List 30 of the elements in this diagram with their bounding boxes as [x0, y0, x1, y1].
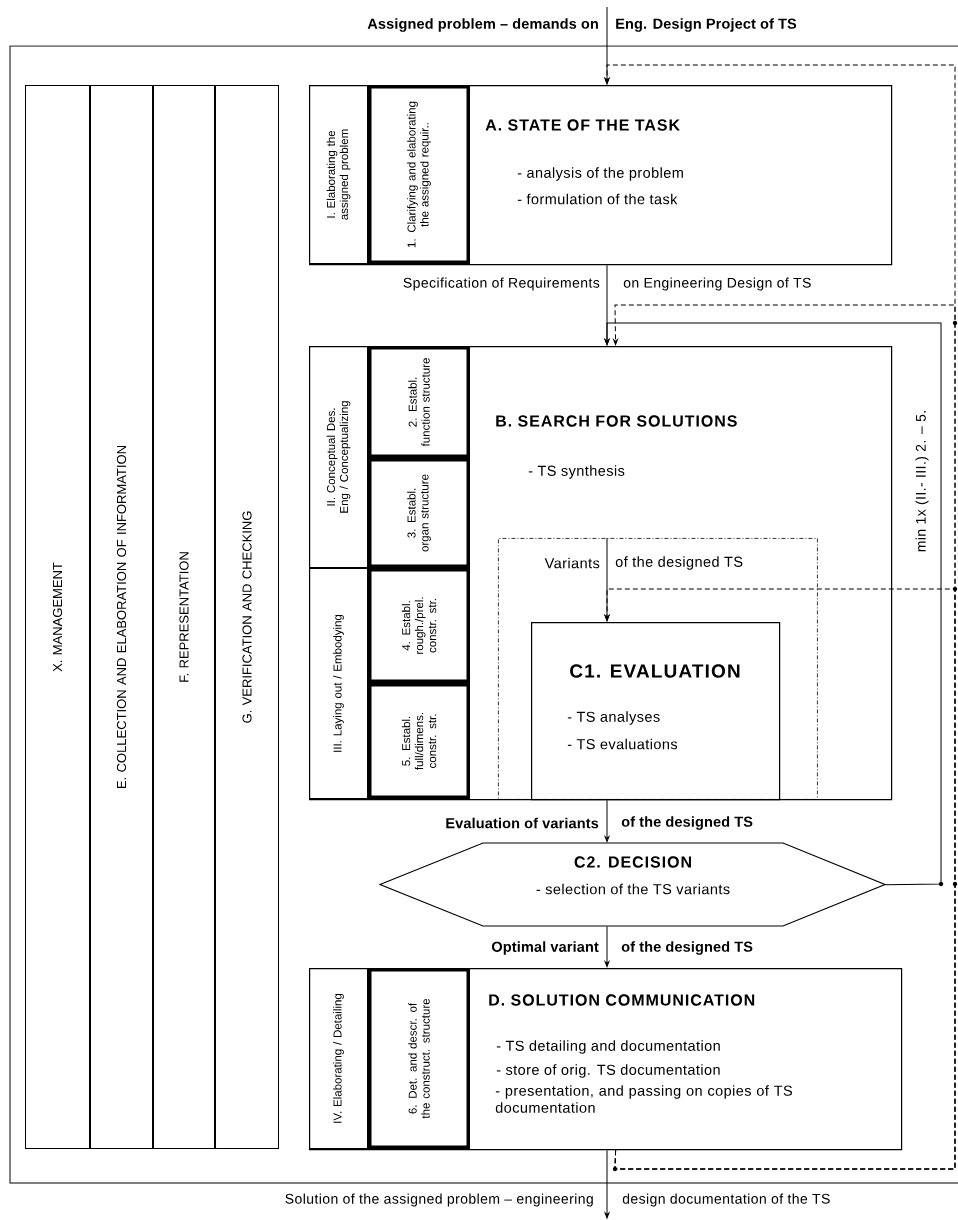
step-cell: 5. Establ. full/dimens. constr. str.	[368, 683, 470, 799]
step-cell: 6. Det. and descr. of the construct. structure	[368, 968, 470, 1149]
flow-label: Eng. Design Project of TS	[616, 18, 797, 32]
step-cell: 3. Establ. organ structure	[368, 458, 470, 568]
activity-column: F. REPRESENTATION	[153, 85, 215, 1149]
step-cell: 2. Establ. function structure	[368, 346, 470, 458]
flow-label: on Engineering Design of TS	[623, 277, 811, 291]
activity-column: G. VERIFICATION AND CHECKING	[215, 85, 279, 1149]
flow-label: of the designed TS	[621, 816, 753, 830]
flow-label: Specification of Requirements	[403, 277, 600, 291]
phase-cell: I. Elaborating the assigned problem	[309, 85, 368, 264]
arrow	[604, 588, 956, 1170]
edge-label: min 1x (II.- III.) 2. – 5.	[915, 411, 929, 552]
activity-column: X. MANAGEMENT	[25, 85, 90, 1149]
activity-column: E. COLLECTION AND ELABORATION OF INFORMATION	[90, 85, 153, 1149]
flow-label: Solution of the assigned problem – engineering design documentation of the TS	[285, 1193, 830, 1207]
flow-label: of the designed TS	[621, 941, 753, 955]
step-cell: 4. Establ. rough./prel. constr. str.	[368, 568, 470, 683]
flow-label: Evaluation of variants	[446, 817, 599, 829]
process-box: C1. EVALUATION - TS analyses - TS evaluations	[531, 622, 781, 801]
phase-cell: IV. Elaborating / Detailing	[309, 968, 368, 1149]
flow-label: Assigned problem – demands on	[367, 18, 598, 32]
phase-cell: II. Conceptual Des. Eng / Conceptualizing	[309, 346, 368, 568]
arrow	[604, 322, 942, 886]
arrow	[604, 1149, 610, 1219]
arrow	[604, 925, 610, 968]
phase-cell: III. Laying out / Embodying	[309, 568, 368, 799]
step-cell: 1. Clarifying and elaborating the assigned requir..	[368, 85, 470, 264]
flow-label: Optimal variant	[491, 941, 599, 955]
arrow	[604, 799, 610, 843]
